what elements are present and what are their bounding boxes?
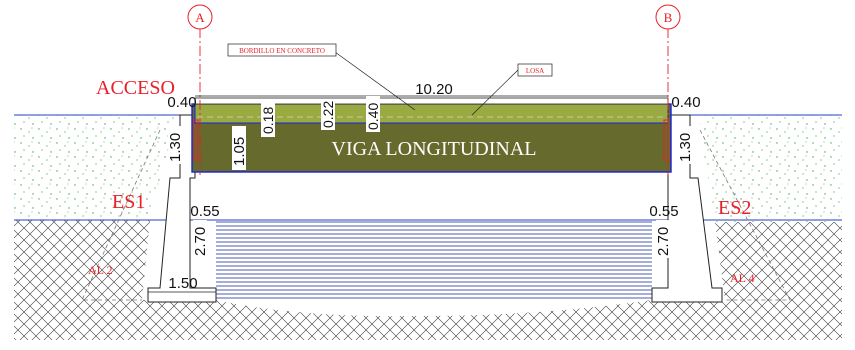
bordillo-leader (334, 51, 416, 111)
abutment-left (147, 114, 217, 303)
deck-dim-022-text: 0.22 (320, 101, 336, 128)
left-wall-dim: 1.30 (167, 126, 184, 164)
river-water (216, 220, 652, 300)
deck-dim-018: 0.18 (260, 103, 276, 137)
axis-label-b: B (664, 10, 673, 25)
beam-depth-dim: 1.05 (231, 126, 248, 170)
left-height-dim-text: 2.70 (192, 227, 209, 256)
right-wall-dim: 1.30 (677, 126, 694, 164)
soil-upper-right (698, 115, 842, 222)
deck-dim-022: 0.22 (320, 100, 336, 130)
axis-label-a: A (195, 10, 205, 25)
deck-dim-040-text: 0.40 (365, 103, 381, 130)
al2-label: AL 2 (88, 263, 113, 277)
deck-dim-018-text: 0.18 (260, 107, 276, 134)
right-height-dim: 2.70 (655, 220, 672, 258)
footing-dim: 1.50 (168, 275, 197, 292)
wingwall-left (81, 129, 161, 301)
span-dim: 10.20 (415, 81, 453, 98)
losa-tag (517, 63, 553, 77)
right-top-dim: 0.40 (671, 94, 700, 111)
viga-label: VIGA LONGITUDINAL (332, 138, 537, 160)
wingwall-right (699, 129, 791, 301)
right-height-dim-text: 2.70 (655, 227, 672, 256)
deck-dim-040: 0.40 (365, 96, 381, 132)
bordillo-label: BORDILLO EN CONCRETO (239, 47, 325, 55)
beam-depth-dim-text: 1.05 (231, 137, 248, 166)
left-seat-dim: 0.55 (190, 203, 219, 220)
acceso-label: ACCESO (96, 77, 175, 99)
soil-lower-left (14, 220, 842, 340)
bordillo-tag (227, 43, 337, 57)
axis-bubble-a (187, 4, 213, 30)
bearing-left (193, 119, 199, 161)
al4-label: AL 4 (730, 271, 755, 285)
es2-label: ES2 (718, 197, 751, 219)
left-wall-dim-text: 1.30 (167, 133, 184, 162)
left-height-dim: 2.70 (192, 220, 209, 258)
axis-bubble-b (655, 4, 681, 30)
es1-label: ES1 (112, 191, 145, 213)
losa-label: LOSA (526, 67, 544, 75)
soil-upper-left (14, 115, 178, 220)
right-seat-dim: 0.55 (649, 203, 678, 220)
left-top-dim: 0.40 (167, 94, 196, 111)
right-wall-dim-text: 1.30 (677, 133, 694, 162)
losa-leader (471, 69, 519, 116)
